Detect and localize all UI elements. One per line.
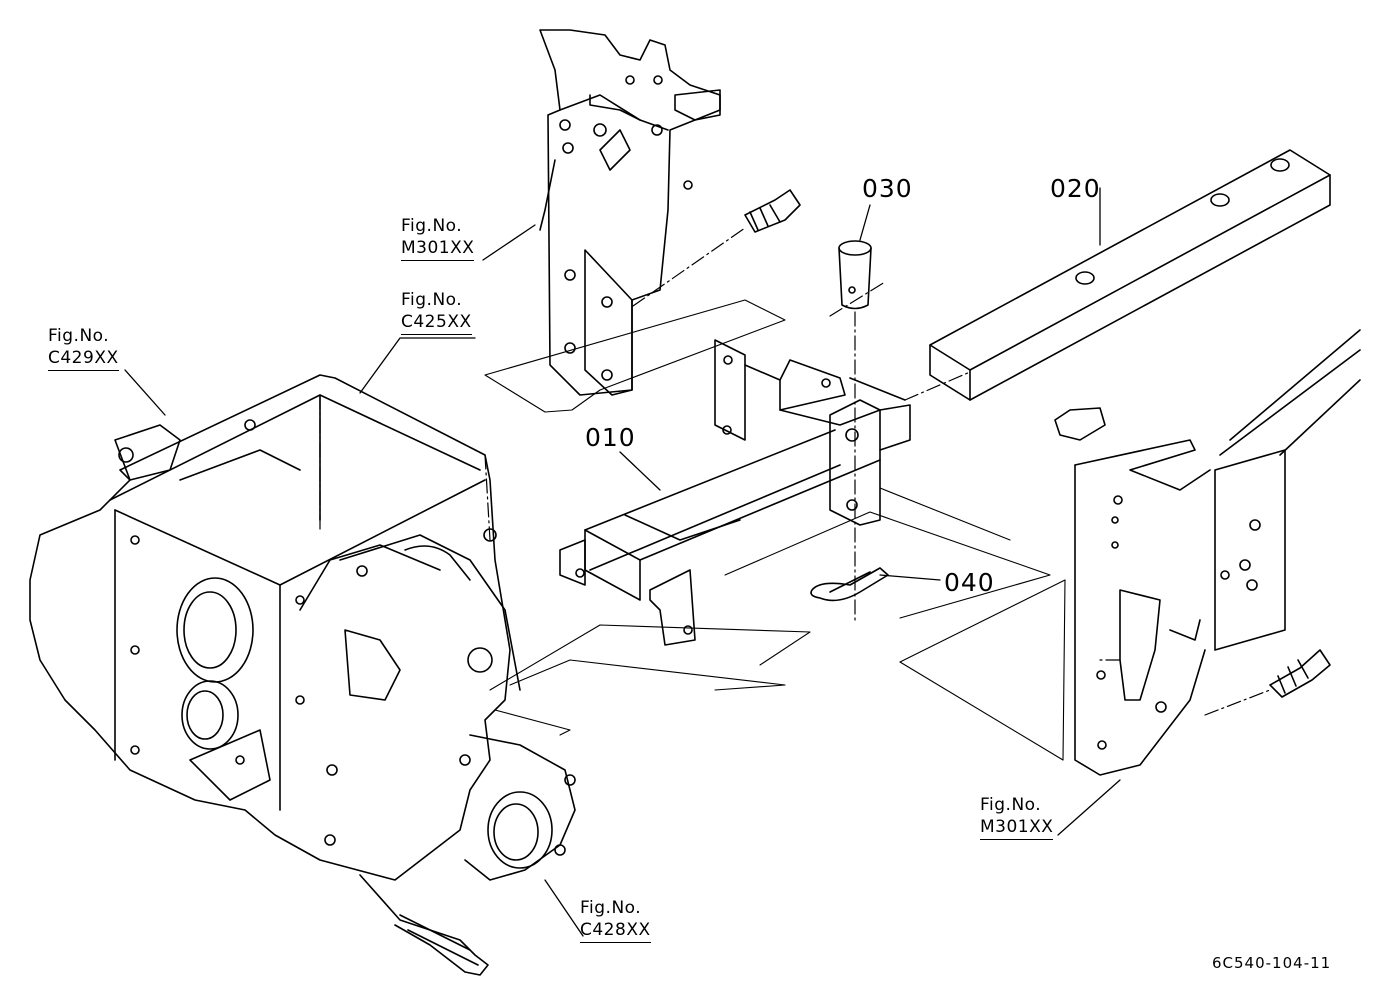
part-010-holder (559, 339, 911, 646)
part-number-010: 010 (585, 423, 636, 452)
fig-ref-m301-top: Fig.No. M301XX (401, 215, 475, 261)
frame-bracket-right (1054, 329, 1361, 776)
part-number-020: 020 (1050, 174, 1101, 203)
assembly-guide-lines (319, 227, 1271, 716)
fig-prefix-text: Fig.No. (401, 216, 463, 236)
bolt-right (1269, 649, 1331, 698)
fig-code-text: C429XX (48, 347, 119, 371)
fig-prefix-text: Fig.No. (580, 898, 642, 918)
part-030-pin (838, 240, 872, 310)
fig-prefix-text: Fig.No. (48, 326, 110, 346)
drawing-reference-number: 6C540-104-11 (1212, 954, 1332, 972)
label-leader-lines (124, 187, 1121, 937)
fig-code-text: M301XX (401, 237, 475, 261)
part-number-040: 040 (944, 568, 995, 597)
fig-prefix-text: Fig.No. (980, 795, 1042, 815)
fig-prefix-text: Fig.No. (401, 290, 463, 310)
transmission-case (29, 374, 576, 976)
fig-ref-c425: Fig.No. C425XX (401, 289, 472, 335)
fig-code-text: C428XX (580, 919, 651, 943)
part-040-snap-pin (810, 567, 889, 602)
fig-code-text: M301XX (980, 816, 1054, 840)
bolt-top (744, 189, 801, 233)
part-020-bar (929, 149, 1331, 401)
fig-ref-c429: Fig.No. C429XX (48, 325, 119, 371)
part-number-030: 030 (862, 174, 913, 203)
frame-bracket-top (539, 29, 721, 396)
fig-code-text: C425XX (401, 311, 472, 335)
fig-ref-c428: Fig.No. C428XX (580, 897, 651, 943)
reference-plane-lines (484, 299, 1066, 761)
fig-ref-m301-bottom: Fig.No. M301XX (980, 794, 1054, 840)
